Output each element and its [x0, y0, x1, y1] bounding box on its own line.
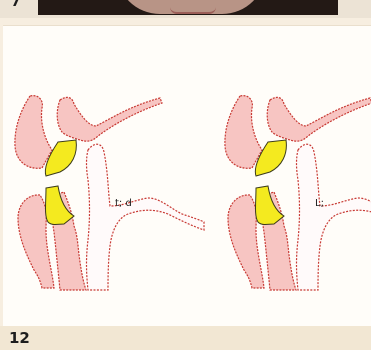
left-diagram [15, 96, 204, 290]
right-diagram [225, 96, 371, 290]
right-diagram-label: L; [315, 198, 324, 209]
left-diagram-label: t; d [115, 198, 132, 209]
